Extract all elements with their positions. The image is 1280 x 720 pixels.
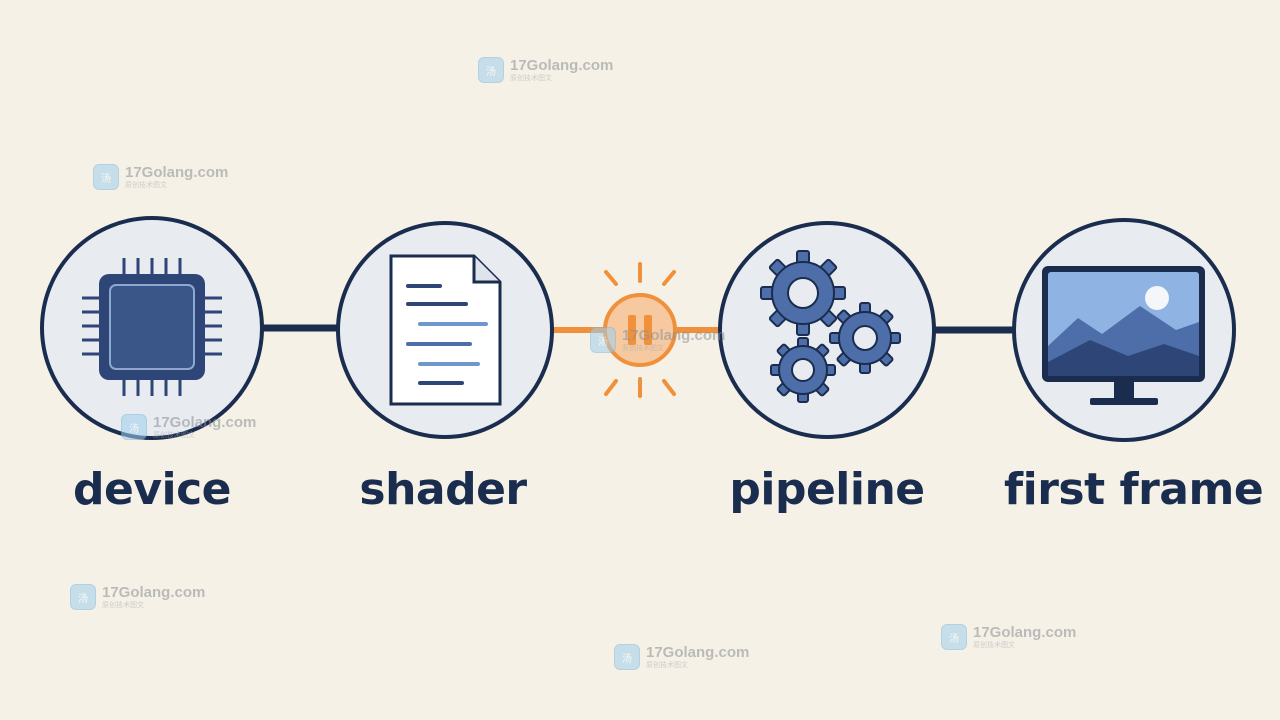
watermark-sub: 原创技术图文 — [102, 602, 144, 609]
pause-icon — [628, 315, 652, 345]
watermark-logo-icon: 汤 — [93, 164, 119, 190]
gears-icon — [760, 250, 901, 403]
shader-document-icon — [389, 254, 502, 406]
watermark-sub: 原创技术图文 — [973, 642, 1015, 649]
pause-marker — [603, 262, 677, 398]
sun-icon — [1145, 286, 1169, 310]
pipeline-label: pipeline — [729, 464, 925, 515]
gear-large-icon — [760, 250, 846, 336]
pipeline-circle — [718, 221, 936, 439]
watermark-name: 17Golang.com — [973, 624, 1077, 641]
watermark-name: 17Golang.com — [102, 584, 206, 601]
chip-icon — [82, 258, 222, 396]
watermark-name: 17Golang.com — [153, 414, 257, 431]
watermark-sub: 原创技术图文 — [510, 75, 552, 82]
watermark-name: 17Golang.com — [510, 57, 614, 74]
device-label: device — [72, 464, 232, 515]
gear-right-icon — [829, 302, 901, 374]
watermark-name: 17Golang.com — [622, 327, 726, 344]
shader-label: shader — [359, 464, 527, 515]
first-frame-node — [1012, 218, 1236, 442]
watermark-sub: 原创技术图文 — [646, 662, 688, 669]
watermark-logo-icon: 汤 — [614, 644, 640, 670]
device-node — [40, 216, 264, 440]
watermark-name: 17Golang.com — [646, 644, 750, 661]
watermark-logo-icon: 汤 — [478, 57, 504, 83]
monitor-icon — [1042, 266, 1205, 405]
watermark-name: 17Golang.com — [125, 164, 229, 181]
watermark-logo-icon: 汤 — [941, 624, 967, 650]
pipeline-node — [718, 221, 936, 439]
watermark-sub: 原创技术图文 — [153, 432, 195, 439]
first-frame-label: first frame — [1004, 464, 1264, 515]
shader-node — [336, 221, 554, 439]
watermark-sub: 原创技术图文 — [622, 345, 664, 352]
gear-small-icon — [770, 337, 836, 403]
watermark-sub: 原创技术图文 — [125, 182, 167, 189]
watermark-logo-icon: 汤 — [70, 584, 96, 610]
watermark-logo-icon: 汤 — [590, 327, 616, 353]
watermark-logo-icon: 汤 — [121, 414, 147, 440]
